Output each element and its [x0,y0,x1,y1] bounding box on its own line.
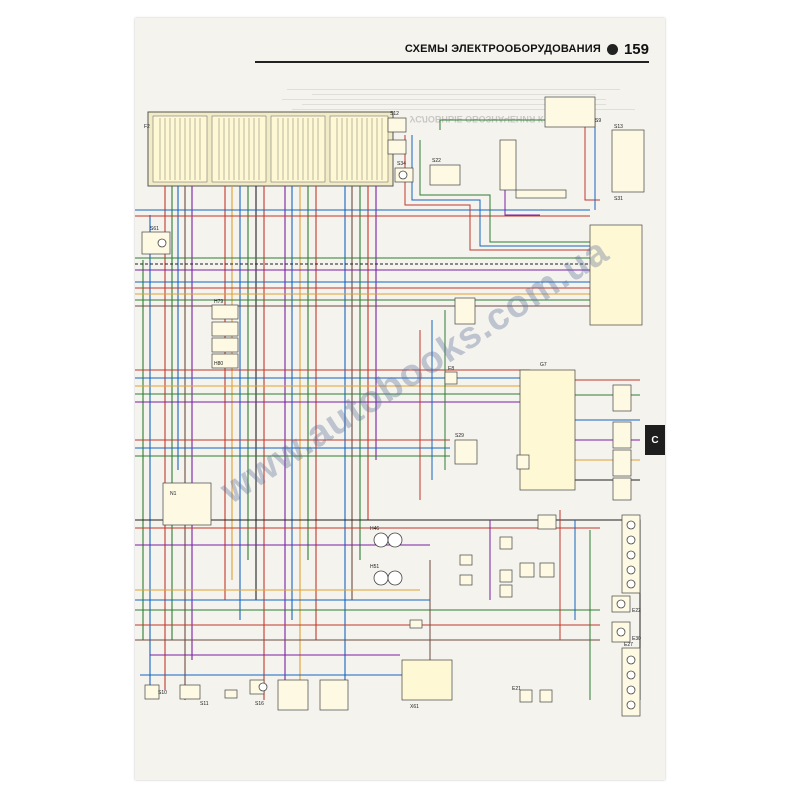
horizontal-bus [135,209,600,676]
label-s16: S16 [255,701,264,707]
label-h46: H46 [370,526,379,532]
label-s13: S13 [614,124,623,130]
connector-block-f2 [147,111,394,187]
label-e8: E8 [448,366,454,372]
label-e21: E21 [512,686,521,692]
page-title: СХЕМЫ ЭЛЕКТРООБОРУДОВАНИЯ [404,43,601,55]
header-rule [255,61,649,63]
page-header: СХЕМЫ ЭЛЕКТРООБОРУДОВАНИЯ 159 [135,38,665,60]
label-s29: S29 [455,433,464,439]
label-e27: E27 [624,642,633,648]
section-tab: C [645,425,665,455]
label-h79: H79 [214,299,223,305]
label-e22: E22 [632,608,641,614]
label-s9: S9 [595,118,601,124]
page-number: 159 [623,40,649,58]
component-boxes [141,96,645,717]
label-h51: H51 [370,564,379,570]
label-x61: X61 [410,704,419,710]
lamp-symbols [157,170,636,710]
vertical-wires [142,186,377,700]
label-s10: S10 [158,690,167,696]
label-s61: S61 [150,226,159,232]
component-labels: F2 S12 S9 S34 S22 S13 S31 S61 H79 H80 E8… [144,111,641,710]
label-h80: H80 [214,361,223,367]
label-n1: N1 [170,491,177,497]
label-s34: S34 [397,161,406,167]
label-e30: E30 [632,636,641,642]
label-s11: S11 [200,701,209,707]
label-g7: G7 [540,362,547,368]
bullet-icon [606,43,618,55]
label-f2: F2 [144,124,150,130]
label-s31: S31 [614,196,623,202]
label-s12: S12 [390,111,399,117]
label-s22: S22 [432,158,441,164]
